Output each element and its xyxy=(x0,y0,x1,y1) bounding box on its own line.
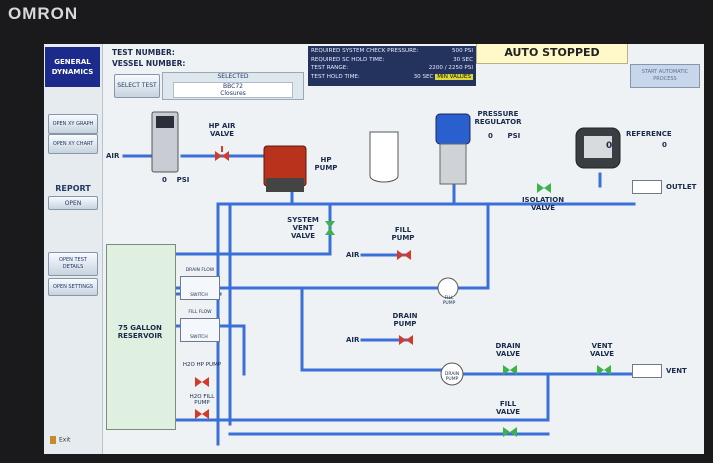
selected-title: SELECTED xyxy=(217,73,249,80)
brand-line1: GENERAL xyxy=(54,58,91,66)
gauge-value: 0 xyxy=(606,141,613,151)
outlet-box xyxy=(632,180,662,194)
valve-h2o-hp xyxy=(195,377,209,387)
isolation-valve-label: ISOLATION VALVE xyxy=(521,196,565,212)
drain-valve-label: DRAIN VALVE xyxy=(495,342,521,358)
pipe-vent-branch xyxy=(172,202,332,256)
valve-system-vent xyxy=(325,221,335,235)
report-open-button[interactable]: OPEN xyxy=(48,196,98,210)
hp-air-valve-label: HP AIR VALVE xyxy=(208,122,236,138)
open-settings-button[interactable]: OPEN SETTINGS xyxy=(48,278,98,296)
h2o-fill-pump-label: H2O FILL PUMP xyxy=(189,394,215,406)
psi-value: 0 xyxy=(162,176,167,184)
sidebar xyxy=(44,44,103,454)
vent-label: VENT xyxy=(666,367,687,375)
pressure-regulator-body xyxy=(435,113,471,145)
fill-switch-label: SWITCH xyxy=(190,335,208,340)
brand-logo: GENERAL DYNAMICS xyxy=(45,47,100,87)
psi-readout: 0 PSI xyxy=(162,176,189,184)
exit-button[interactable]: Exit xyxy=(50,436,70,444)
hp-pump-label: HP PUMP xyxy=(314,156,338,172)
pipe-fill-bottom xyxy=(172,372,550,422)
drain-pump-small-label: DRAIN PUMP xyxy=(444,372,460,382)
req-row: REQUIRED SC HOLD TIME: 30 SEC xyxy=(311,56,473,65)
regulator-readout: 0 PSI xyxy=(488,132,520,140)
reference-label: REFERENCE xyxy=(626,130,672,138)
fill-pump-small-label: FILL PUMP xyxy=(442,296,456,306)
valve-drain xyxy=(503,365,517,375)
fill-flow-label: FILL FLOW xyxy=(188,310,212,315)
psi-unit: PSI xyxy=(176,176,190,184)
selected-value2: Closures xyxy=(220,90,246,97)
open-xy-graph-button[interactable]: OPEN XY GRAPH xyxy=(48,114,98,134)
air-label-top: AIR xyxy=(106,152,120,160)
valve-drain-pump-air xyxy=(399,335,413,345)
req-value: 30 SEC xyxy=(413,73,434,80)
report-label: REPORT xyxy=(55,184,91,193)
requirements-panel: REQUIRED SYSTEM CHECK PRESSURE: 500 PSI R… xyxy=(308,46,476,86)
reservoir-tank xyxy=(106,244,176,430)
test-number-label: TEST NUMBER: xyxy=(112,48,175,57)
vent-box xyxy=(632,364,662,378)
pressure-regulator-label: PRESSURE REGULATOR xyxy=(474,110,522,126)
drain-pump-symbol xyxy=(440,362,464,386)
fill-flow-switch xyxy=(180,318,220,342)
vent-valve-label: VENT VALVE xyxy=(589,342,615,358)
valve-h2o-fill xyxy=(195,409,209,419)
valve-vent xyxy=(597,365,611,375)
valve-isolation xyxy=(537,183,551,193)
valve-fill xyxy=(503,427,517,437)
system-vent-valve-label: SYSTEM VENT VALVE xyxy=(287,216,319,240)
air-label-drain: AIR xyxy=(346,336,360,344)
hmi-screen: GENERAL DYNAMICS OPEN XY GRAPH OPEN XY C… xyxy=(44,44,704,454)
air-label-fill: AIR xyxy=(346,251,360,259)
status-banner: AUTO STOPPED xyxy=(476,44,628,64)
exit-label: Exit xyxy=(59,436,71,444)
drain-switch-label: SWITCH xyxy=(190,293,208,298)
valve-hp-air xyxy=(215,146,229,161)
req-label: REQUIRED SYSTEM CHECK PRESSURE: xyxy=(311,48,419,54)
req-value: 500 PSI xyxy=(451,48,473,54)
brand-line2: DYNAMICS xyxy=(51,68,94,76)
door-icon xyxy=(50,436,56,444)
req-row: REQUIRED SYSTEM CHECK PRESSURE: 500 PSI xyxy=(311,47,473,56)
drain-flow-switch xyxy=(180,276,220,300)
select-test-button[interactable]: SELECT TEST xyxy=(114,74,160,98)
fill-pump-symbol xyxy=(437,277,459,299)
fill-valve-label: FILL VALVE xyxy=(495,400,521,416)
h2o-hp-pump-label: H2O HP PUMP xyxy=(182,362,222,368)
open-xy-chart-button[interactable]: OPEN XY CHART xyxy=(48,134,98,154)
req-label: TEST RANGE: xyxy=(311,65,349,71)
reservoir-label: 75 GALLON RESERVOIR xyxy=(117,324,163,340)
drain-flow-label: DRAIN FLOW xyxy=(185,268,215,273)
vessel-number-label: VESSEL NUMBER: xyxy=(112,59,186,68)
reg-value: 0 xyxy=(488,132,493,140)
outlet-label: OUTLET xyxy=(666,183,697,191)
reg-unit: PSI xyxy=(507,132,521,140)
req-label: REQUIRED SC HOLD TIME: xyxy=(311,56,385,63)
open-test-details-button[interactable]: OPEN TEST DETAILS xyxy=(48,252,98,276)
req-row: TEST RANGE: 2200 / 2250 PSI xyxy=(311,64,473,73)
req-value: 2200 / 2250 PSI xyxy=(428,65,473,71)
drain-pump-label: DRAIN PUMP xyxy=(392,312,418,328)
selected-value1: BBC72 xyxy=(223,83,243,90)
reference-value: 0 xyxy=(662,141,667,149)
req-row: TEST HOLD TIME: 30 SEC MIN VALUES xyxy=(311,73,473,82)
start-automatic-process-button[interactable]: START AUTOMATIC PROCESS xyxy=(630,64,700,88)
min-values-badge: MIN VALUES xyxy=(435,73,473,80)
valve-fill-pump-air xyxy=(397,250,411,260)
bezel-logo: OMRON xyxy=(8,4,79,23)
fill-pump-label: FILL PUMP xyxy=(391,226,415,242)
req-label: TEST HOLD TIME: xyxy=(311,73,360,80)
accumulator-tank xyxy=(369,131,399,183)
req-value: 30 SEC xyxy=(453,56,473,63)
